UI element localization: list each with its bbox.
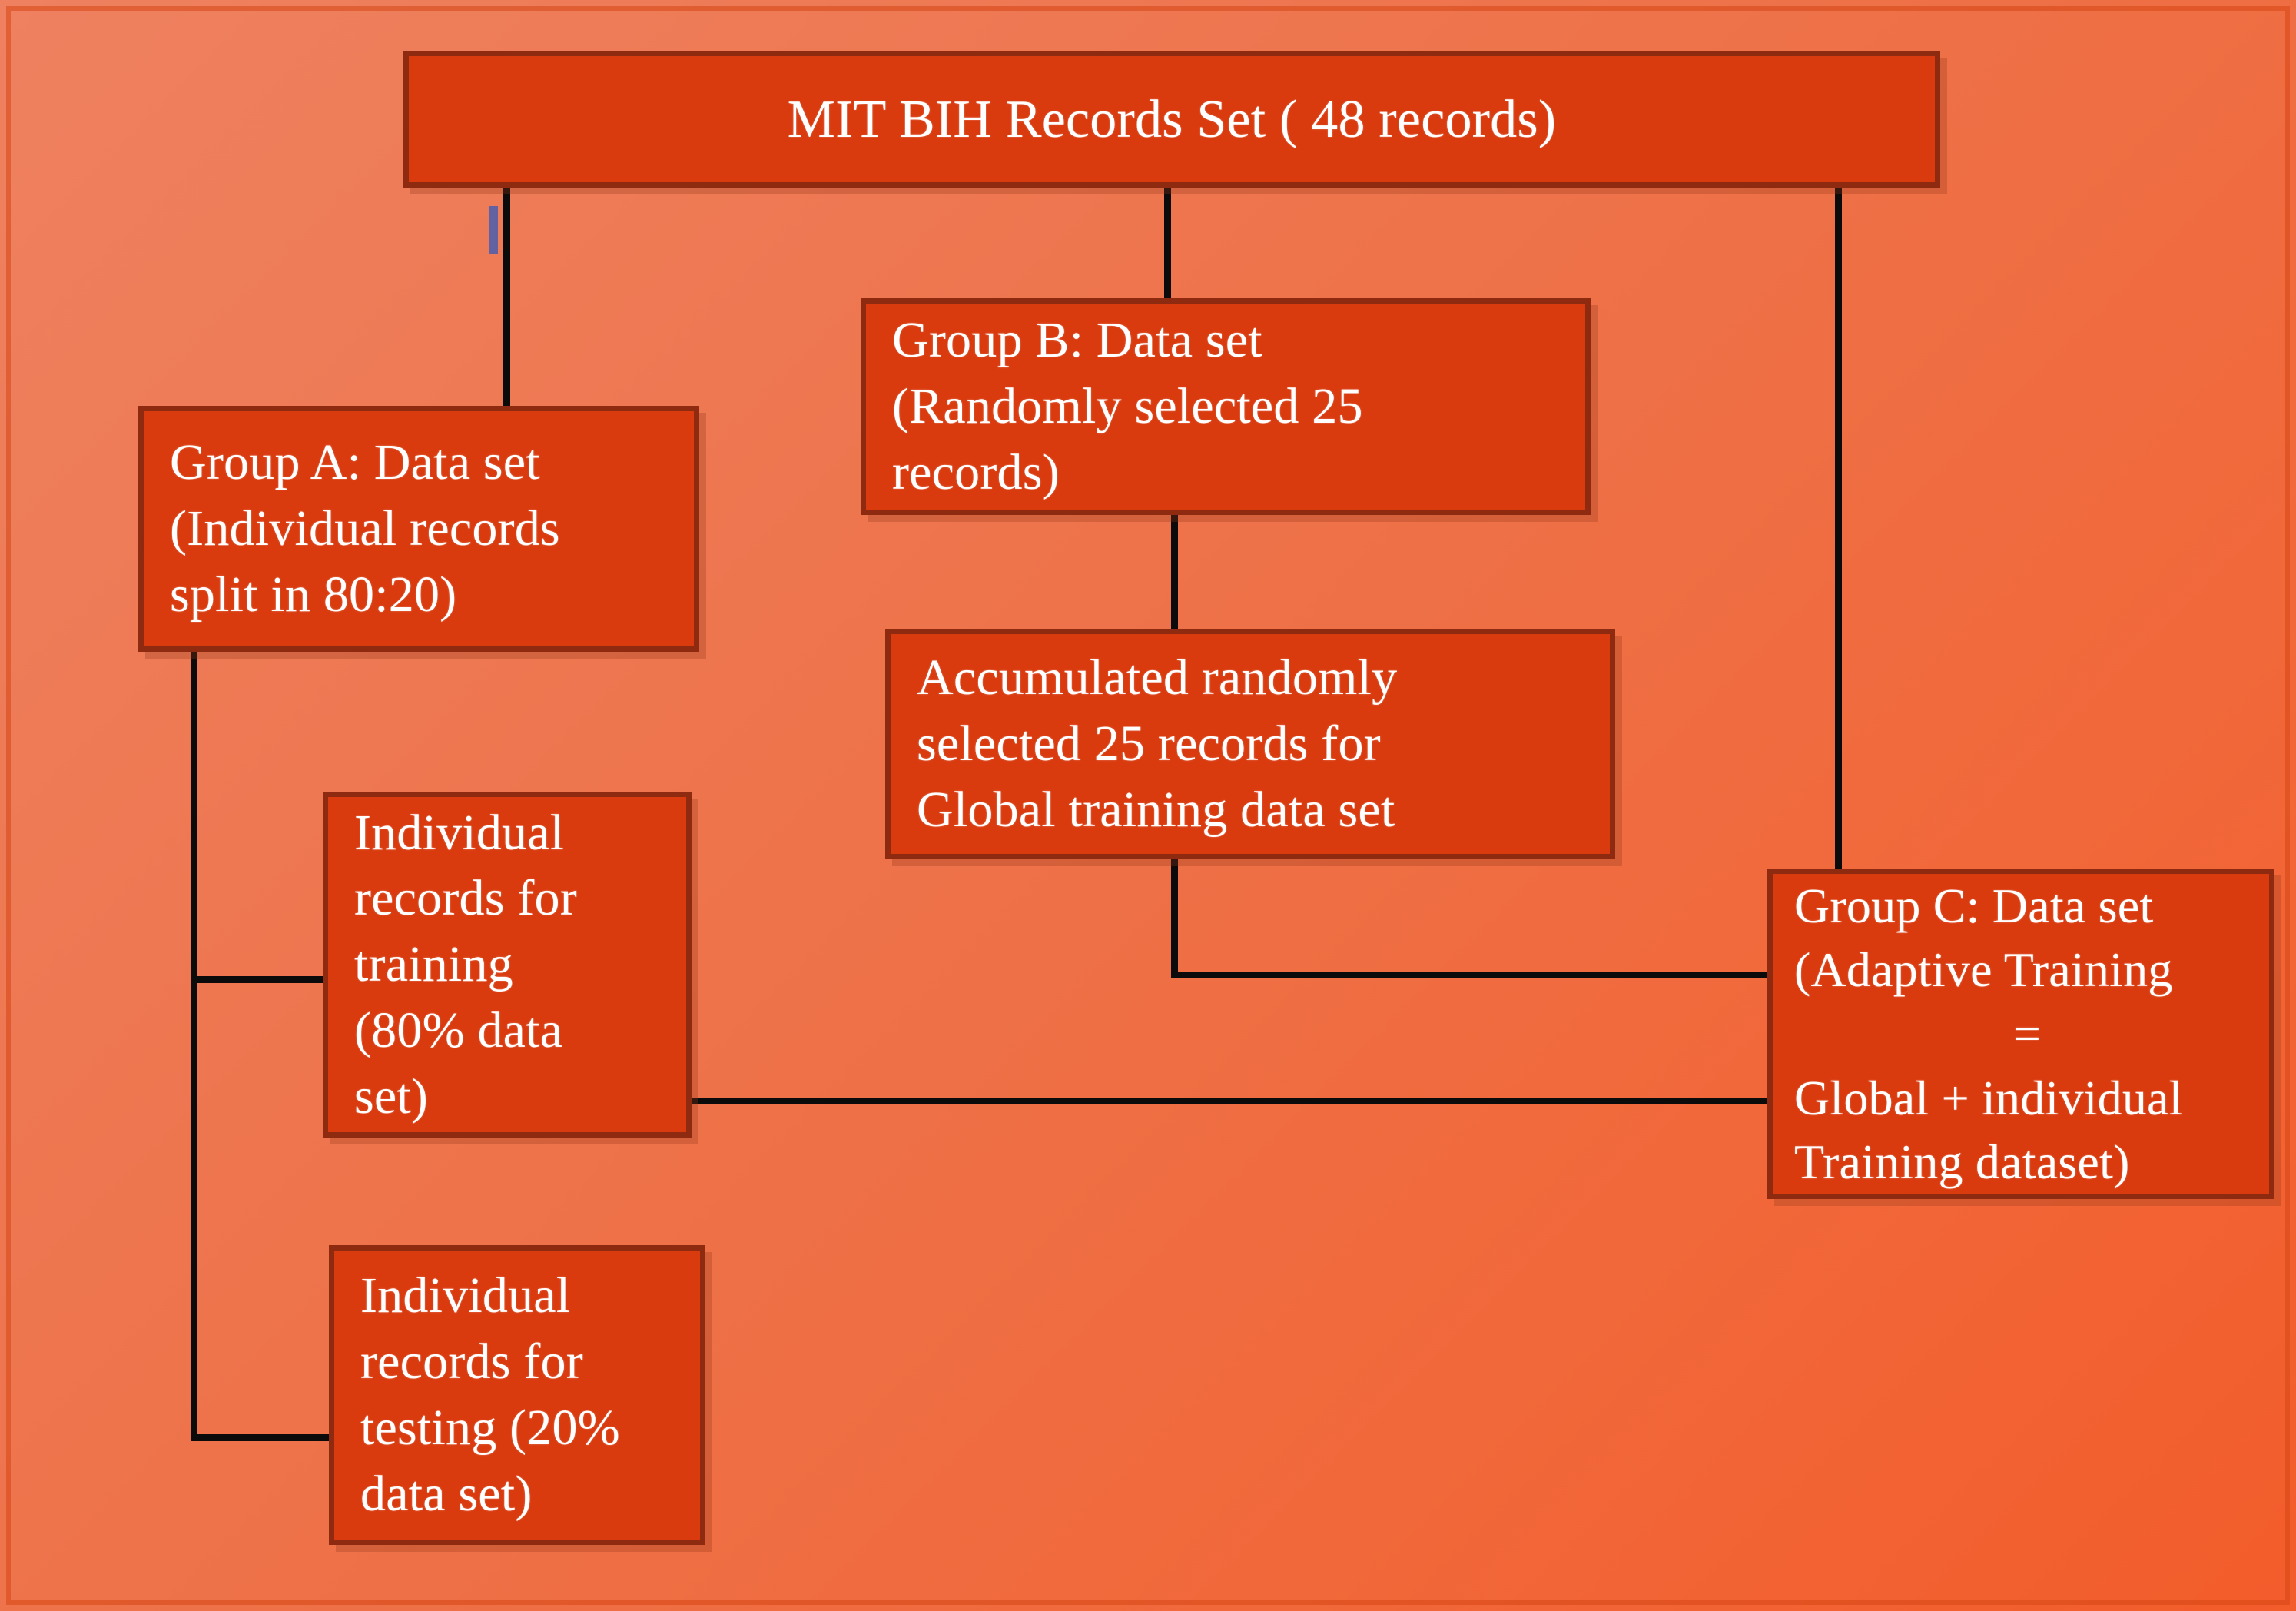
node-testing-line-3: testing (20%	[360, 1400, 620, 1456]
node-training-line-3: training	[354, 936, 513, 993]
connector-group-b-to-accumulated	[1171, 510, 1178, 633]
node-group-b-line-2: (Randomly selected 25	[892, 378, 1363, 435]
node-group-a-line-1: Group A: Data set	[170, 434, 540, 491]
node-individual-records-training[interactable]: Individual records for training (80% dat…	[323, 792, 692, 1138]
node-mit-bih-records-set[interactable]: MIT BIH Records Set ( 48 records)	[403, 51, 1940, 188]
node-accumulated-line-1: Accumulated randomly	[917, 649, 1398, 706]
connector-root-to-group-c	[1835, 183, 1842, 873]
node-group-c-equals: =	[2012, 1006, 2042, 1061]
node-group-b-line-3: records)	[892, 443, 1060, 500]
node-root-text: MIT BIH Records Set ( 48 records)	[787, 89, 1557, 149]
node-group-b[interactable]: Group B: Data set (Randomly selected 25 …	[861, 298, 1591, 515]
node-group-a[interactable]: Group A: Data set (Individual records sp…	[138, 406, 699, 652]
connector-training-to-group-c	[685, 1098, 1777, 1104]
connector-root-to-group-a	[503, 183, 510, 410]
node-individual-records-testing[interactable]: Individual records for testing (20% data…	[329, 1245, 705, 1545]
node-testing-line-2: records for	[360, 1334, 583, 1390]
node-testing-line-4: data set)	[360, 1465, 533, 1522]
node-accumulated-global-training[interactable]: Accumulated randomly selected 25 records…	[885, 629, 1615, 859]
node-group-c-line-2: (Adaptive Training	[1794, 942, 2173, 998]
connector-accumulated-to-group-c	[1171, 972, 1775, 978]
node-group-b-line-1: Group B: Data set	[892, 312, 1262, 369]
connector-accumulated-drop	[1171, 855, 1178, 978]
node-training-line-4: (80% data	[354, 1001, 563, 1058]
left-edit-tick-artifact	[489, 206, 498, 254]
node-group-c-line-4: Global + individual	[1794, 1070, 2183, 1125]
connector-bus-to-training	[191, 976, 329, 983]
connector-group-a-left-bus	[191, 646, 197, 1440]
node-testing-line-1: Individual	[360, 1267, 571, 1324]
node-training-line-2: records for	[354, 870, 577, 927]
node-training-line-1: Individual	[354, 804, 565, 861]
node-group-c[interactable]: Group C: Data set (Adaptive Training = G…	[1767, 869, 2274, 1199]
node-accumulated-line-2: selected 25 records for	[917, 716, 1381, 772]
node-accumulated-line-3: Global training data set	[917, 781, 1395, 838]
node-group-c-line-5: Training dataset)	[1794, 1134, 2130, 1189]
connector-bus-to-testing	[191, 1434, 337, 1441]
node-group-c-line-1: Group C: Data set	[1794, 879, 2154, 934]
node-training-line-5: set)	[354, 1068, 429, 1124]
node-group-a-line-2: (Individual records	[170, 500, 560, 557]
connector-root-to-group-b	[1164, 183, 1171, 303]
node-group-a-line-3: split in 80:20)	[170, 566, 457, 623]
